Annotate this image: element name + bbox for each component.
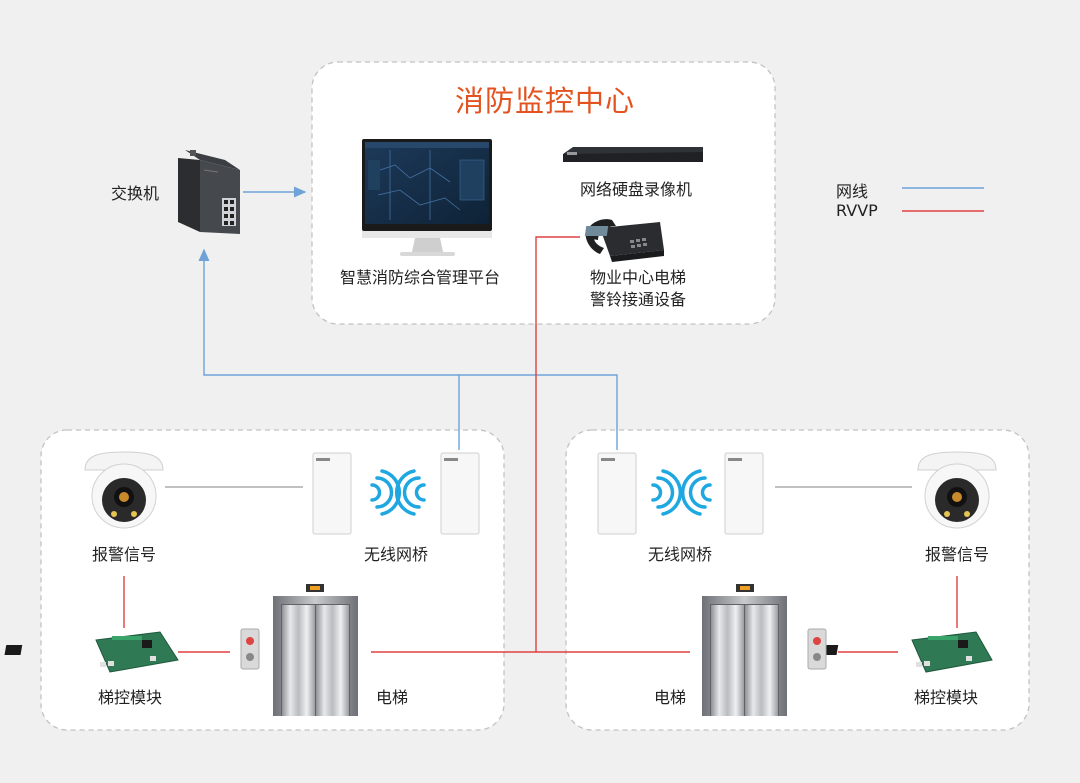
left-dome-camera-icon bbox=[84, 451, 164, 529]
phone-label-line1: 物业中心电梯 bbox=[589, 268, 687, 287]
right-bridge-label: 无线网桥 bbox=[647, 545, 713, 564]
left-call-button-icon bbox=[240, 628, 260, 670]
right-controller-label: 梯控模块 bbox=[913, 688, 979, 707]
legend-rvvp-label: RVVP bbox=[836, 201, 878, 220]
telephone-icon bbox=[584, 219, 664, 262]
nvr-icon bbox=[563, 147, 703, 162]
right-elevator-icon bbox=[702, 584, 787, 716]
right-site-panel bbox=[565, 429, 1030, 731]
network-lines bbox=[198, 186, 618, 450]
switch-icon bbox=[178, 150, 240, 234]
left-elevator-icon bbox=[273, 584, 358, 716]
platform-label: 智慧消防综合管理平台 bbox=[339, 268, 501, 287]
control-center-title: 消防监控中心 bbox=[454, 84, 636, 118]
rvvp-lines bbox=[123, 236, 958, 653]
monitor-icon bbox=[362, 139, 492, 256]
right-dome-camera-icon bbox=[917, 451, 997, 529]
phone-label-line2: 警铃接通设备 bbox=[589, 290, 687, 309]
legend-network-label: 网线 bbox=[836, 182, 869, 201]
left-controller-board-icon bbox=[4, 631, 179, 673]
left-controller-label: 梯控模块 bbox=[97, 688, 163, 707]
left-wifi-waves-icon bbox=[370, 469, 426, 516]
left-bridge-label: 无线网桥 bbox=[363, 545, 429, 564]
left-bridge-a-icon bbox=[312, 452, 352, 535]
right-bridge-b-icon bbox=[724, 452, 764, 535]
switch-label: 交换机 bbox=[111, 184, 160, 203]
right-wifi-waves-icon bbox=[651, 469, 712, 516]
control-center-panel bbox=[311, 61, 776, 325]
nvr-label: 网络硬盘录像机 bbox=[579, 180, 693, 199]
right-elevator-label: 电梯 bbox=[654, 688, 687, 707]
right-bridge-a-icon bbox=[597, 452, 637, 535]
right-alarm-label: 报警信号 bbox=[924, 545, 990, 564]
left-bridge-b-icon bbox=[440, 452, 480, 535]
right-call-button-icon bbox=[807, 628, 827, 670]
left-alarm-label: 报警信号 bbox=[91, 545, 157, 564]
left-elevator-label: 电梯 bbox=[376, 688, 409, 707]
